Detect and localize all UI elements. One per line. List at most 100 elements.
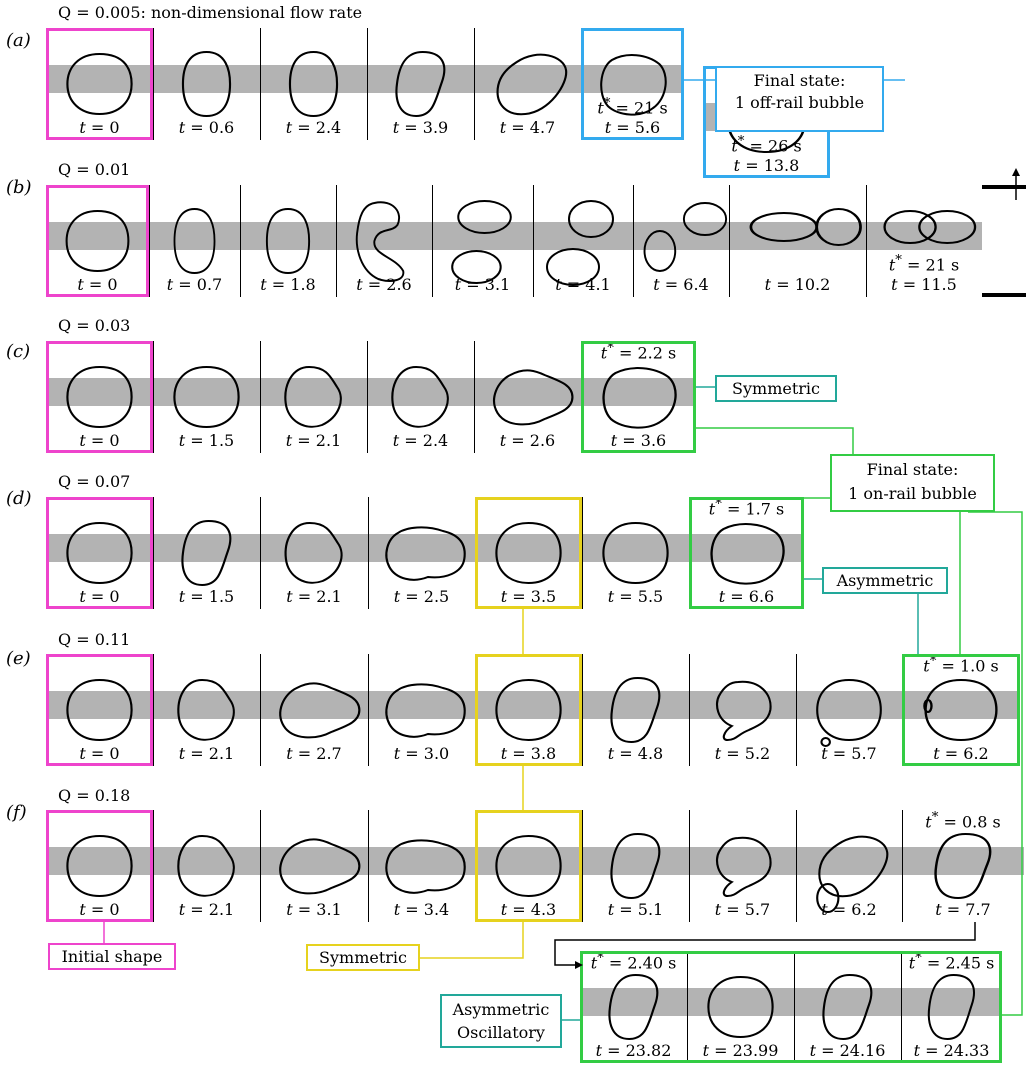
- time-label: t = 0: [77, 275, 118, 294]
- final-state-onrail-box: Final state: 1 on-rail bubble: [830, 454, 995, 512]
- time-label: t = 2.4: [392, 431, 449, 450]
- frame-4-0: t = 0: [46, 654, 153, 766]
- bubble-shape: [279, 838, 361, 895]
- time-label: t = 6.2: [821, 900, 877, 919]
- highlight-symmetric: [475, 497, 582, 609]
- rail-band: [902, 691, 1020, 719]
- bubble-shape: [608, 973, 659, 1041]
- frame-separator: [367, 341, 368, 453]
- time-label: t = 0: [79, 431, 120, 450]
- frame-separator: [582, 654, 583, 766]
- bubble-shape: [495, 521, 562, 585]
- row-c-q: Q = 0.03: [58, 316, 131, 335]
- frame-separator: [474, 28, 475, 140]
- frame-5-1: t = 2.1: [153, 810, 260, 922]
- highlight-initial: [46, 28, 153, 140]
- frame-separator: [582, 810, 583, 922]
- rail-band: [46, 222, 149, 250]
- highlight-onrail: [581, 341, 696, 453]
- frame-separator: [153, 341, 154, 453]
- rail-band: [796, 847, 902, 875]
- frame-separator: [687, 951, 688, 1063]
- time-label: t = 2.1: [285, 431, 342, 450]
- frame-separator: [149, 185, 150, 297]
- bubble-shape: [934, 832, 992, 900]
- frame-separator: [153, 810, 154, 922]
- frame-separator: [260, 497, 261, 609]
- final-state-offrail-box: Final state: 1 off-rail bubble: [715, 66, 884, 132]
- frame-separator: [240, 185, 241, 297]
- bubble-shape: [495, 834, 562, 898]
- rail-band: [687, 988, 794, 1016]
- asym-osc-line2: Oscillatory: [457, 1023, 545, 1042]
- bubble-shape: [265, 207, 311, 275]
- frame-separator: [866, 185, 867, 297]
- frame-separator: [336, 185, 337, 297]
- frame-1-7: t = 10.2: [729, 185, 866, 297]
- frame-separator: [260, 28, 261, 140]
- rail-band: [794, 988, 901, 1016]
- time-label: t = 3.4: [393, 900, 450, 919]
- bubble-shape: [391, 365, 449, 428]
- frame-o-2: t = 24.16: [794, 951, 901, 1063]
- frame-2-4: t = 2.6: [474, 341, 581, 453]
- bubble-shape: [600, 54, 667, 116]
- frame-separator: [368, 810, 369, 922]
- frame-5-7: t = 6.2: [796, 810, 902, 922]
- row-d-q: Q = 0.07: [58, 472, 131, 491]
- time-label: t = 23.82: [595, 1041, 672, 1060]
- frame-separator: [432, 185, 433, 297]
- bubble-shape: [385, 526, 466, 581]
- bubble-shape: [822, 973, 873, 1041]
- tstar-label: t* = 26 s: [731, 134, 802, 156]
- asymmetric-d-box: Asymmetric: [822, 567, 948, 594]
- frame-separator: [794, 951, 795, 1063]
- bubble-shape: [610, 676, 661, 744]
- final-onrail-line1: Final state:: [866, 460, 959, 479]
- bubble-shape: [707, 975, 774, 1039]
- rail-band: [582, 691, 689, 719]
- time-label: t = 2.1: [178, 744, 235, 763]
- tstar-label: t* = 21 s: [888, 253, 960, 275]
- rail-band: [901, 988, 1002, 1016]
- rail-band: [796, 691, 902, 719]
- rail-band: [46, 378, 153, 406]
- frame-4-3: t = 3.0: [368, 654, 475, 766]
- time-label: t = 4.1: [555, 275, 611, 294]
- frame-separator: [633, 185, 634, 297]
- frame-1-3: t = 2.6: [336, 185, 432, 297]
- rail-band: [689, 534, 804, 562]
- frame-3-2: t = 2.1: [260, 497, 368, 609]
- frame-separator: [260, 810, 261, 922]
- bubble-shape: [816, 835, 889, 913]
- time-label: t = 6.2: [933, 744, 989, 763]
- time-label: t = 11.5: [891, 275, 957, 294]
- rail-band: [336, 222, 432, 250]
- tstar-label: t* = 2.45 s: [908, 951, 995, 973]
- frame-0-0: t = 0: [46, 28, 153, 140]
- rail-band: [432, 222, 533, 250]
- bubble-shape: [643, 202, 728, 272]
- initial-shape-box: Initial shape: [48, 943, 176, 970]
- time-label: t = 0: [79, 118, 120, 137]
- time-label: t = 0: [79, 587, 120, 606]
- frame-o-1: t = 23.99: [687, 951, 794, 1063]
- bubble-shape: [715, 680, 772, 742]
- frame-separator: [796, 654, 797, 766]
- bubble-shape: [355, 201, 405, 282]
- frame-5-3: t = 3.4: [368, 810, 475, 922]
- tstar-label: t* = 0.8 s: [925, 810, 1001, 832]
- bubble-shape: [385, 683, 466, 738]
- row-f-q: Q = 0.18: [58, 786, 131, 805]
- bubble-shape: [177, 678, 235, 741]
- bubble-shape: [883, 210, 977, 244]
- frame-2-2: t = 2.1: [260, 341, 367, 453]
- time-label: t = 3.5: [500, 587, 557, 606]
- frame-separator: [260, 341, 261, 453]
- frame-1-1: t = 0.7: [149, 185, 240, 297]
- time-label: t = 5.2: [714, 744, 771, 763]
- highlight-offrail: [581, 28, 684, 140]
- row-d-label: (d): [6, 488, 32, 509]
